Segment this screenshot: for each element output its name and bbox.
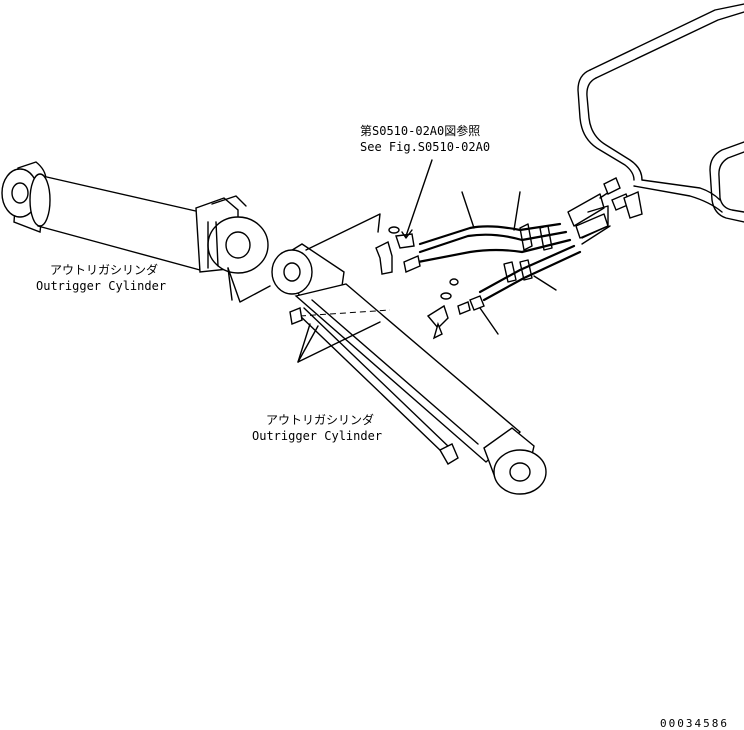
right-cylinder-label-en: Outrigger Cylinder (252, 429, 382, 443)
reference-label-jp: 第S0510-02A0図参照 (360, 123, 480, 138)
elbow-fittings (375, 177, 643, 340)
left-cylinder-leaders (227, 213, 381, 303)
right-cylinder-label-jp: アウトリガシリンダ (266, 412, 374, 427)
left-outrigger-cylinder (1, 161, 269, 274)
left-cylinder-label-en: Outrigger Cylinder (36, 279, 166, 293)
drawing-number: 00034586 (660, 717, 729, 730)
right-outrigger-cylinder (271, 243, 547, 495)
callout-labels: 第S0510-02A0図参照 See Fig.S0510-02A0 アウトリガシ… (36, 123, 729, 730)
right-cylinder-leaders (297, 321, 381, 363)
callout-leaders (401, 159, 611, 335)
reference-label-en: See Fig.S0510-02A0 (360, 140, 490, 154)
frame-piping-outline (577, 3, 744, 223)
hydraulic-hoses (416, 189, 613, 302)
left-cylinder-label-jp: アウトリガシリンダ (50, 262, 158, 277)
